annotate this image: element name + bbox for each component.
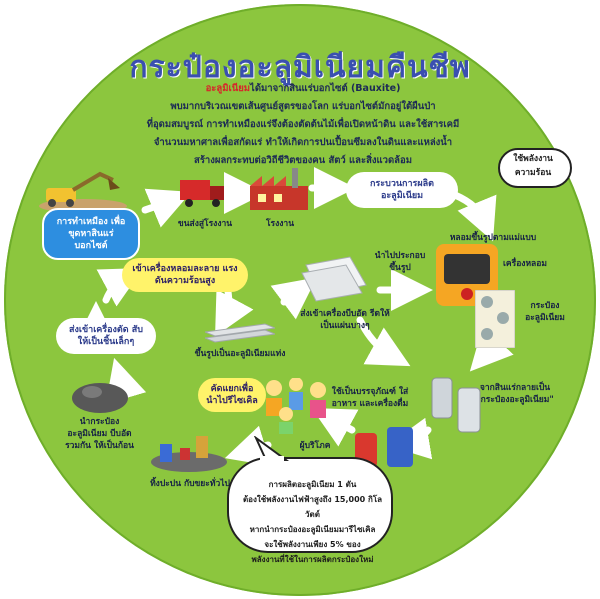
energy-note: ใช้พลังงาน ความร้อน [513,154,553,178]
intro-line2: พบมากบริเวณเขตเส้นศูนย์สูตรของโลก แร่บอก… [170,101,436,112]
step-mining: การทำเหมือง เพื่อขุดหาสินแร่ บอกไซต์ [42,208,140,260]
arrow-mining-to-truck [141,188,192,228]
trash-pile-icon [151,436,227,472]
intro-line5: สร้างผลกระทบต่อวิถีชีวิตของคน สัตว์ และส… [194,155,412,166]
energy-fact-line5: พลังงานที่ใช้ในการผลิตกระป๋องใหม่ [251,555,374,564]
aluminum-cans-icon [431,377,481,433]
energy-fact-line1: การผลิตอะลูมิเนียม 1 ตัน [268,480,357,489]
truck-icon [180,180,224,207]
intro-line3: ที่อุดมสมบูรณ์ การทำเหมืองแร่จึงต้องตัดต… [146,119,460,130]
energy-fact: การผลิตอะลูมิเนียม 1 ตัน ต้องใช้พลังงานไ… [240,477,385,567]
step-cans: กระป๋อง อะลูมิเนียม [525,301,565,323]
consumers-people-icon [266,378,326,434]
aluminum-ingots-icon [205,323,275,343]
energy-fact-line4: จะใช้พลังงานเพียง 5% ของ [264,540,361,549]
step-factory: โรงงาน [265,219,294,229]
step-transport: ขนส่งสู่โรงงาน [177,219,233,229]
arrow-roll-to-cans [356,316,411,367]
intro-line4: จำนวนมหาศาลเพื่อสกัดแร่ ทำให้เกิดการปนเป… [153,137,453,148]
mining-excavator-icon [39,171,127,213]
step-sheets-to-factory: นำไปประกอบ ขึ้นรูป [374,251,426,273]
compressed-cans-icon [72,383,128,413]
factory-icon [250,168,308,210]
arrow-ingot-to-roll [270,277,317,320]
arrow-process-to-melter [451,191,497,242]
step-throw-away: ทิ้งปะปน กับขยะทั่วไป [150,479,230,489]
page-title: กระป๋องอะลูมิเนียมคืนชีพ [129,50,471,85]
step-sort-recycle: คัดแยกเพื่อ นำไปรีไซเคิล [198,378,266,412]
energy-fact-line3: หากนำกระป๋องอะลูมิเนียมมารีไซเคิล [249,525,376,534]
aluminum-sheets-icon [301,256,367,302]
step-production: กระบวนการผลิต อะลูมิเนียม [346,172,458,208]
step-roll-sheets: ส่งเข้าเครื่องบีบอัด รีดให้เป็นแผ่นบางๆ [300,309,390,331]
intro-highlight: อะลูมิเนียม [205,83,251,94]
energy-bubble [498,148,572,188]
energy-fact-bubble [227,436,393,553]
arrow-containers-to-consumers [311,407,359,447]
intro-line1: ได้มาจากสินแร่บอกไซต์ (Bauxite) [250,83,401,94]
step-mold-cast: หลอมขึ้นรูปตามแม่แบบ [449,233,537,243]
step-from-ore-to-can: จากสินแร่กลายเป็น "กระป๋องอะลูมิเนียม" [476,383,554,405]
step-melter: เครื่องหลอม [503,259,547,269]
step-containers: ใช้เป็นบรรจุภัณฑ์ ใส่อาหาร และเครื่องดื่… [331,387,409,409]
intro-text: อะลูมิเนียมได้มาจากสินแร่บอกไซต์ (Bauxit… [118,80,488,170]
step-remelt: เข้าเครื่องหลอมละลาย แรงดันความร้อนสูง [122,258,248,292]
step-shred: ส่งเข้าเครื่องตัด สับให้เป็นชิ้นเล็กๆ [56,318,156,354]
arrow-shred-to-remelt [96,268,144,307]
can-strip-icon [475,290,515,348]
step-consumers: ผู้บริโภค [299,441,331,451]
step-compress: นำกระป๋อง อะลูมิเนียม บีบอัดรวมกัน ให้เป… [65,417,134,451]
energy-fact-line2: ต้องใช้พลังงานไฟฟ้าสูงถึง 15,000 กิโลวัต… [242,495,383,519]
step-ingots: ขึ้นรูปเป็นอะลูมิเนียมแท่ง [194,349,286,359]
